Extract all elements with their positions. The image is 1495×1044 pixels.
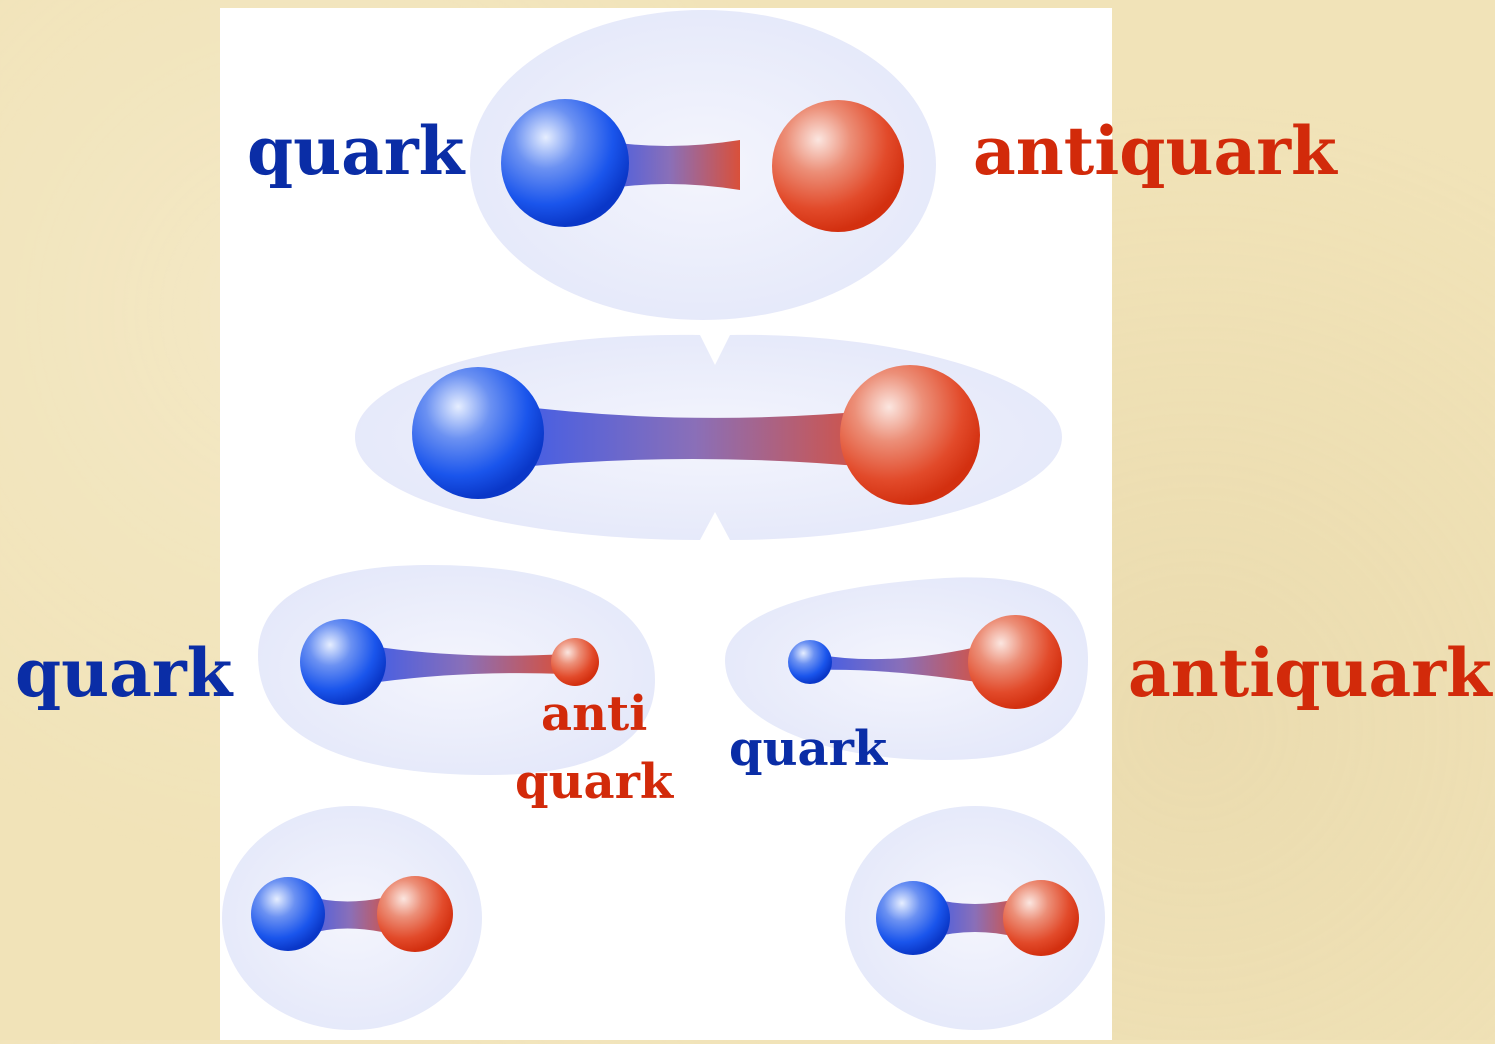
label-mid-antiquark: antiquark [1128,634,1492,712]
quark-sphere [251,877,325,951]
quark-sphere [412,367,544,499]
antiquark-sphere [772,100,904,232]
antiquark-sphere [551,638,599,686]
antiquark-sphere [1003,880,1079,956]
label-top-antiquark: antiquark [973,112,1337,190]
label-pair-quark: quark [729,721,888,777]
flux-tube [815,644,990,684]
quark-sphere [300,619,386,705]
flux-tube [305,895,395,935]
flux-tube [600,140,740,190]
flux-tube [510,405,880,468]
label-pair-antiquark: quark [515,754,674,810]
label-pair-anti: anti [541,686,648,742]
flux-tube [930,898,1020,938]
quark-sphere [501,99,629,227]
antiquark-sphere [377,876,453,952]
quark-sphere [788,640,832,684]
antiquark-sphere [968,615,1062,709]
label-top-quark: quark [247,112,465,190]
label-mid-quark: quark [15,634,233,712]
flux-tube [365,645,565,684]
antiquark-sphere [840,365,980,505]
quark-sphere [876,881,950,955]
